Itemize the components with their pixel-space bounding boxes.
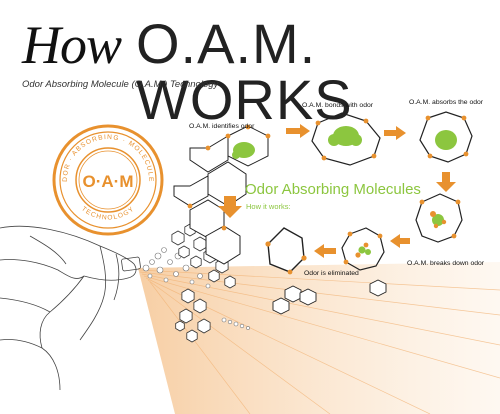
spray-hexagon (190, 255, 202, 269)
spray-hexagon (224, 275, 236, 289)
spray-hexagon (181, 288, 195, 304)
stamp-bottom-text: TECHNOLOGY (80, 205, 136, 221)
page-title: O.A.M. WORKS (136, 12, 353, 131)
spray-particle (167, 259, 173, 265)
spray-particle (163, 277, 169, 283)
hand-sprayer-illustration (0, 225, 141, 391)
spray-particle (154, 252, 162, 260)
step4-breakdown-ring (341, 227, 385, 271)
step3-absorb-ring (419, 111, 473, 163)
step-label-eliminated: Odor is eliminated (304, 270, 359, 277)
spray-hexagon (193, 298, 207, 314)
spray-particle (246, 326, 250, 330)
step-label-absorbs: O.A.M. absorbs the odor (409, 99, 484, 106)
arrow-step3b-to-4 (390, 234, 410, 248)
spray-particle (149, 259, 155, 265)
spray-hexagon (175, 320, 185, 332)
spray-particle (173, 271, 179, 277)
spray-particle (156, 266, 164, 274)
page-subtitle: Odor Absorbing Molecule (O.A.M.) Technol… (22, 79, 219, 90)
center-heading: Odor Absorbing Molecules (245, 181, 421, 198)
step1-honeycomb (173, 124, 271, 265)
step-label-bonds: O.A.M. bonds with odor (302, 102, 374, 109)
spray-particle (161, 247, 167, 253)
step2-bond-ring (311, 112, 381, 166)
how-heading: How (22, 15, 122, 75)
spray-lines (139, 269, 500, 414)
step3b-ring (415, 193, 463, 243)
spray-particle (227, 319, 233, 325)
spray-particle (182, 264, 190, 272)
step-label-identifies: O.A.M. identifies odor (189, 123, 255, 130)
spray-hexagon (178, 245, 190, 259)
arrow-step4-to-5 (314, 244, 336, 258)
arrow-to-step1 (218, 196, 242, 218)
spray-particles (142, 247, 250, 330)
flow-arrows (218, 124, 456, 258)
arrow-step3-down (436, 172, 456, 192)
arrow-step1-to-2 (286, 124, 310, 138)
spray-particle (142, 264, 150, 272)
spray-particle (147, 273, 153, 279)
spray-particle (189, 279, 195, 285)
arrow-step2-to-3 (384, 126, 406, 140)
spray-particle (239, 323, 245, 329)
spray-particle (233, 321, 239, 327)
step-label-breaks-down: O.A.M. breaks down odor (407, 260, 485, 267)
spray-hexagon (179, 308, 193, 324)
spray-hexagon (171, 230, 185, 246)
spray-particle (221, 317, 227, 323)
center-subheading: How it works: (246, 202, 291, 211)
stamp-center-text: O·A·M (83, 172, 134, 191)
spray-hexagon (208, 269, 220, 283)
spray-hexagon (186, 329, 198, 343)
spray-hexagon (193, 236, 207, 252)
step5-clean-hexagon (265, 227, 307, 275)
floating-hexagons (272, 279, 387, 315)
spray-hexagon (197, 318, 211, 334)
spray-particle (197, 273, 203, 279)
spray-particle (205, 283, 211, 289)
